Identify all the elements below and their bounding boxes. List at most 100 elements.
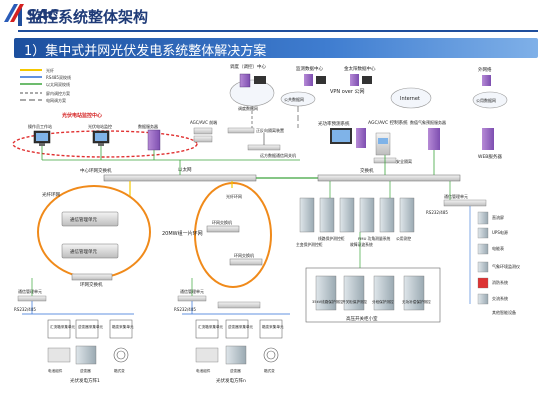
main-prot-label: 主变保护测控柜 <box>296 242 323 247</box>
ext-server <box>482 75 491 86</box>
legend-label: 光纤 <box>46 67 54 73</box>
public-net2-label: 公用数据网 <box>476 97 496 103</box>
comm-mgr-label: 通信管理单元 <box>70 216 97 223</box>
ws-label: 操作员工作站 <box>28 123 52 129</box>
ring-switch-2 <box>206 225 240 233</box>
web-server: WEB服务器 <box>478 128 502 160</box>
comm-mgr-right <box>443 199 487 207</box>
ring-switch-4 <box>217 301 261 309</box>
pv-panel-1 <box>47 347 71 363</box>
legend-label: 以太网双绞线 <box>46 81 70 87</box>
hv-room-label: 高压开关柜小室 <box>346 315 378 322</box>
ethernet-label: 以太网 <box>178 166 192 173</box>
public-net2-cloud <box>472 91 508 109</box>
box-transformer-2 <box>263 347 279 363</box>
main-switch-label: 交换机 <box>360 167 374 174</box>
comm-mgr-small-2 <box>177 295 207 302</box>
comm-mgr-small-1 <box>17 295 47 302</box>
dc-screen-label: 直流屏 <box>492 214 504 220</box>
right-devices <box>477 211 489 305</box>
power-predict-label: 光功率预测系统 <box>318 120 350 127</box>
public-net-label: 公共数据网 <box>284 96 304 102</box>
header-rule <box>18 30 538 32</box>
inverter-unit-1: 逆变器采集单元 <box>75 319 104 339</box>
workstation-1: 操作员工作站 <box>28 123 52 146</box>
unit-label: 汇流箱采集单元 <box>50 324 76 329</box>
web-server-label: WEB服务器 <box>478 153 502 160</box>
ring-net-label: 光纤环网 <box>42 191 60 198</box>
rs232b-label: RS232/485 <box>174 307 196 312</box>
box-tr-label: 箱式变 <box>264 368 275 373</box>
inverter-device-1 <box>75 345 97 365</box>
monitor-data-center: 监测数据中心 <box>296 65 326 86</box>
ring-sw3-label: 环网交换机 <box>234 252 254 258</box>
internet-label: Internet <box>400 96 420 102</box>
legend-item-rs485: RS485双绞线 <box>20 74 71 80</box>
combiner-unit-1: 汇流箱采集单元 <box>47 319 76 339</box>
vpn-label: VPN over 公网 <box>330 89 365 95</box>
slide-title: 监控系统整体架构 <box>28 8 149 26</box>
comm-gateway <box>247 144 281 151</box>
pub-measure-label: 公用测控 <box>396 236 411 241</box>
pv-unit2-label: 光伏发电方阵n <box>216 377 246 384</box>
comm-mgr-box-2 <box>61 243 119 259</box>
monitor-center-label: 光伏电站监控中心 <box>61 112 102 119</box>
ups-label: UPS电源 <box>492 229 508 235</box>
golden-sun-label: 金太阳数据中心 <box>344 65 376 72</box>
subtitle-band: 1）集中式并网光伏发电系统整体解决方案 <box>14 38 538 59</box>
logo-text: SAC <box>26 6 59 24</box>
power-predict: 光功率预测系统 <box>318 120 366 148</box>
dispatch-cloud <box>229 79 275 107</box>
ext-net-label: 外网络 <box>478 66 492 73</box>
line-prot2-label: 35kV线路保护测控 <box>312 299 343 304</box>
pv-panel-2 <box>195 347 219 363</box>
ws-label: 光伏电站监控 <box>88 123 112 129</box>
agc-avc-front: AGC/AVC 前端 <box>190 119 217 143</box>
pmu-label: PMU 功角测量系统 <box>358 236 391 241</box>
inv-label: 逆变器 <box>230 368 241 373</box>
legend-item-fiber: 光纤 <box>20 67 54 73</box>
internet-cloud <box>390 87 432 109</box>
gateway-device <box>227 127 255 134</box>
agc-avc-system: AGC/AVC 控制系统 <box>368 119 408 156</box>
sw-prot-label: 开关柜保护测控 <box>342 299 368 304</box>
unit-label: 汇流箱采集单元 <box>198 324 224 329</box>
legend-item-ethernet: 以太网双绞线 <box>20 81 70 87</box>
slide-header: 监控系统整体架构 <box>0 0 553 32</box>
unit-label: 逆变器采集单元 <box>78 324 104 329</box>
pv-unit1-label: 光伏发电方阵1 <box>70 377 100 384</box>
comm-mgr-box-1 <box>61 211 119 227</box>
legend-item-dispatch-a: 屏内调控方案 <box>20 90 70 96</box>
data-server: 数据服务器 <box>138 123 161 151</box>
ring-switch-1 <box>71 273 113 281</box>
golden-sun-center: 金太阳数据中心 <box>344 65 376 86</box>
transformer-unit-2: 箱变采集单元 <box>259 319 284 339</box>
main-switch <box>317 174 461 182</box>
inverter-unit-2: 逆变器采集单元 <box>225 319 254 339</box>
isolation-label: 安全隔离 <box>396 158 412 164</box>
inv-label: 逆变器 <box>80 368 91 373</box>
legend-label: RS485双绞线 <box>46 74 71 80</box>
center-ring-switch <box>103 174 257 182</box>
inverter-device-2 <box>225 345 247 365</box>
ring20-label: 20MW组一片环网 <box>162 230 203 237</box>
ring-center-label: 光纤环网 <box>226 193 242 199</box>
ac-sys-label: 交流系统 <box>492 295 508 301</box>
comm-mgr3-label: 通信管理单元 <box>18 288 42 294</box>
panel-label: 电池组件 <box>196 368 211 373</box>
comm-mgr5-label: 通信管理单元 <box>444 193 468 199</box>
comm-mgr-label: 通信管理单元 <box>70 248 97 255</box>
monitor-center-cloud <box>12 130 198 158</box>
ws-label: 数据服务器 <box>138 123 158 129</box>
unit-label: 箱变采集单元 <box>262 324 284 329</box>
prot-cabinets-upper <box>299 197 415 233</box>
gateway-label: 正反向隔离装置 <box>256 127 284 133</box>
dispatch-net-label: 调度数据网 <box>238 105 258 111</box>
hv-room-frame <box>305 267 441 323</box>
meteo-server: 数值气象预报服务器 <box>410 119 446 150</box>
meter-label: 电能表 <box>492 245 504 251</box>
comp-prot-label: 无功补偿保护测控 <box>402 299 431 304</box>
line-prot-label: 线路保护测控柜 <box>318 236 345 241</box>
other-dev-label: 其他智能设备 <box>492 309 516 315</box>
panel-label: 电池组件 <box>48 368 63 373</box>
